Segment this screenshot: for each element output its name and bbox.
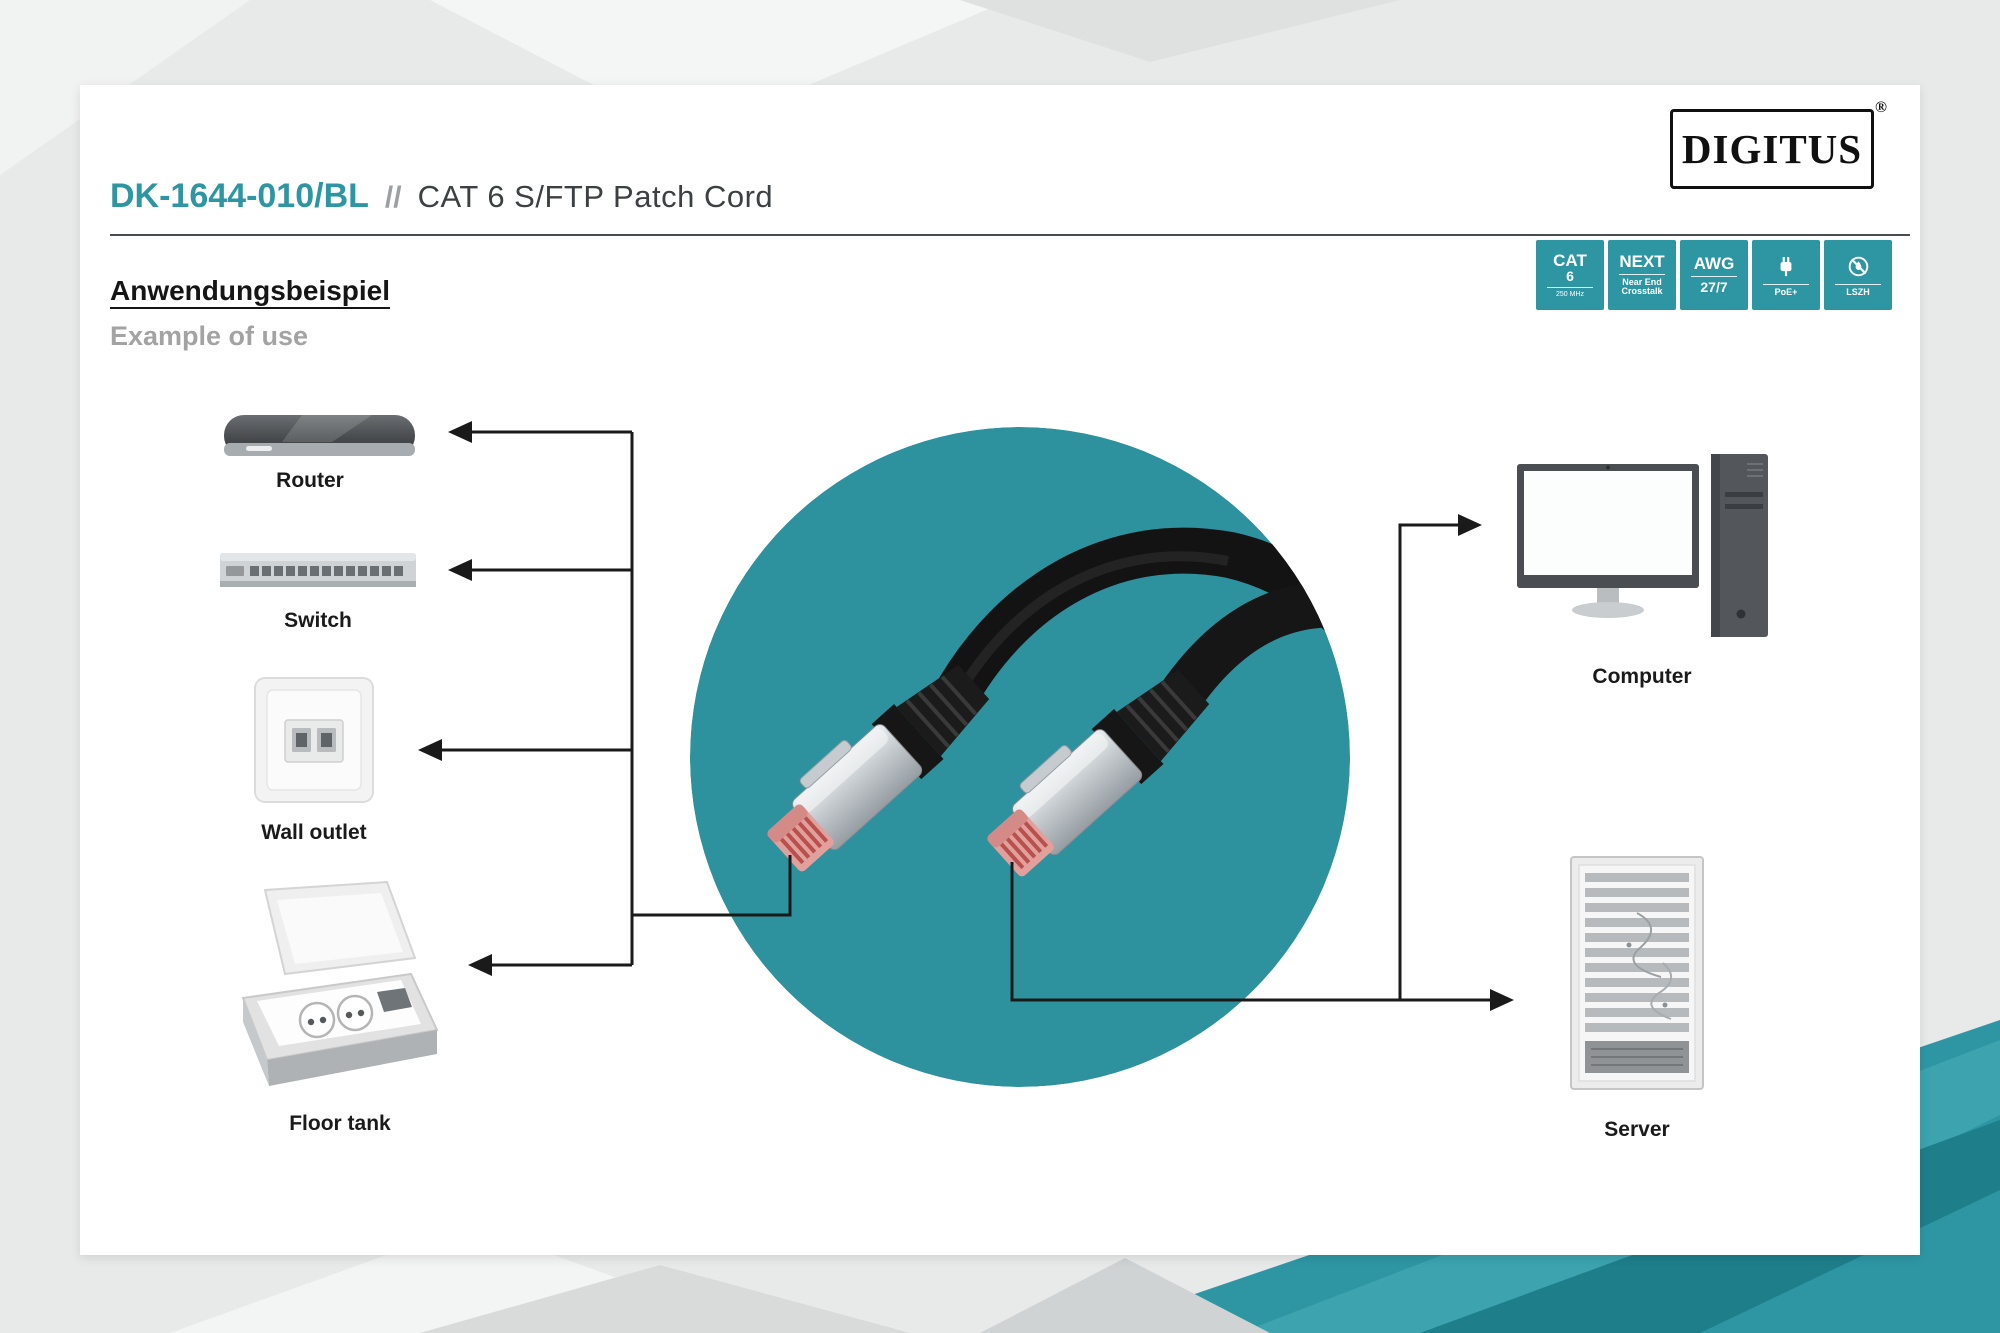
cat6-badge-title: CAT	[1553, 250, 1587, 270]
arrowhead-computer	[1458, 514, 1482, 536]
lszh-badge: LSZH	[1824, 240, 1892, 310]
next-badge-line2: Near End	[1622, 276, 1662, 287]
cat6-badge: CAT 6 250 MHz	[1536, 240, 1604, 310]
title-row: DK-1644-010/BL // CAT 6 S/FTP Patch Cord	[110, 177, 773, 216]
digitus-logo-text: DIGITUS	[1681, 126, 1863, 172]
cable-highlight	[953, 551, 1229, 698]
title-underline-rule	[110, 234, 1910, 236]
digitus-logo: DIGITUS ®	[1670, 99, 1887, 189]
computer-branch-line	[1398, 523, 1460, 1000]
content-card: DIGITUS ® DK-1644-010/BL // CAT 6 S/FTP …	[80, 85, 1920, 1255]
arrowhead-server	[1490, 989, 1514, 1011]
rj45-connector-left	[767, 664, 990, 872]
section-title-english: Example of use	[110, 321, 309, 351]
computer-illustration	[1515, 452, 1770, 652]
arrowhead-floor-tank	[468, 954, 492, 976]
floor-tank-illustration	[235, 880, 445, 1100]
badge-divider	[1835, 283, 1881, 285]
no-flame-icon	[1847, 253, 1870, 281]
switch-illustration	[218, 543, 418, 603]
registered-trademark-symbol: ®	[1875, 99, 1887, 116]
section-title-german: Anwendungsbeispiel	[110, 275, 391, 306]
next-badge: NEXT Near End Crosstalk	[1608, 240, 1676, 310]
product-model: DK-1644-010/BL	[110, 177, 369, 215]
server-illustration	[1567, 853, 1707, 1098]
arrowhead-router	[448, 421, 472, 443]
switch-label: Switch	[284, 609, 352, 632]
teal-circle	[690, 427, 1350, 1087]
wall-outlet-illustration	[253, 676, 375, 809]
title-separator: //	[384, 181, 402, 214]
lszh-badge-label: LSZH	[1846, 286, 1870, 297]
awg-badge-title: AWG	[1693, 254, 1735, 274]
patch-cable-right	[1150, 581, 1350, 730]
patch-cord-illustration	[690, 427, 1350, 1087]
wall-outlet-label: Wall outlet	[261, 821, 367, 844]
router-label: Router	[276, 469, 344, 492]
poe-badge: PoE+	[1752, 240, 1820, 310]
computer-label: Computer	[1592, 665, 1692, 688]
poe-badge-label: PoE+	[1774, 286, 1798, 297]
server-label: Server	[1604, 1118, 1670, 1141]
router-illustration	[222, 410, 417, 467]
rj45-connector-right	[987, 669, 1210, 877]
next-badge-title: NEXT	[1619, 252, 1665, 272]
awg-badge: AWG 27/7	[1680, 240, 1748, 310]
feature-badges: CAT 6 250 MHz NEXT Near End Crosstalk AW…	[1536, 240, 1892, 310]
next-badge-line3: Crosstalk	[1621, 286, 1663, 297]
badge-divider	[1763, 283, 1809, 285]
poe-plug-icon	[1776, 253, 1796, 281]
floor-tank-label: Floor tank	[289, 1112, 391, 1135]
awg-badge-value: 27/7	[1700, 279, 1728, 296]
arrowhead-wall-outlet	[418, 739, 442, 761]
arrowhead-switch	[448, 559, 472, 581]
cat6-badge-value: 6	[1566, 268, 1574, 285]
product-photo-circle	[690, 427, 1350, 1087]
badge-divider	[1691, 276, 1737, 278]
product-name: CAT 6 S/FTP Patch Cord	[417, 179, 774, 214]
cat6-badge-frequency: 250 MHz	[1555, 291, 1584, 299]
badge-divider	[1619, 273, 1665, 275]
badge-divider	[1547, 287, 1593, 289]
